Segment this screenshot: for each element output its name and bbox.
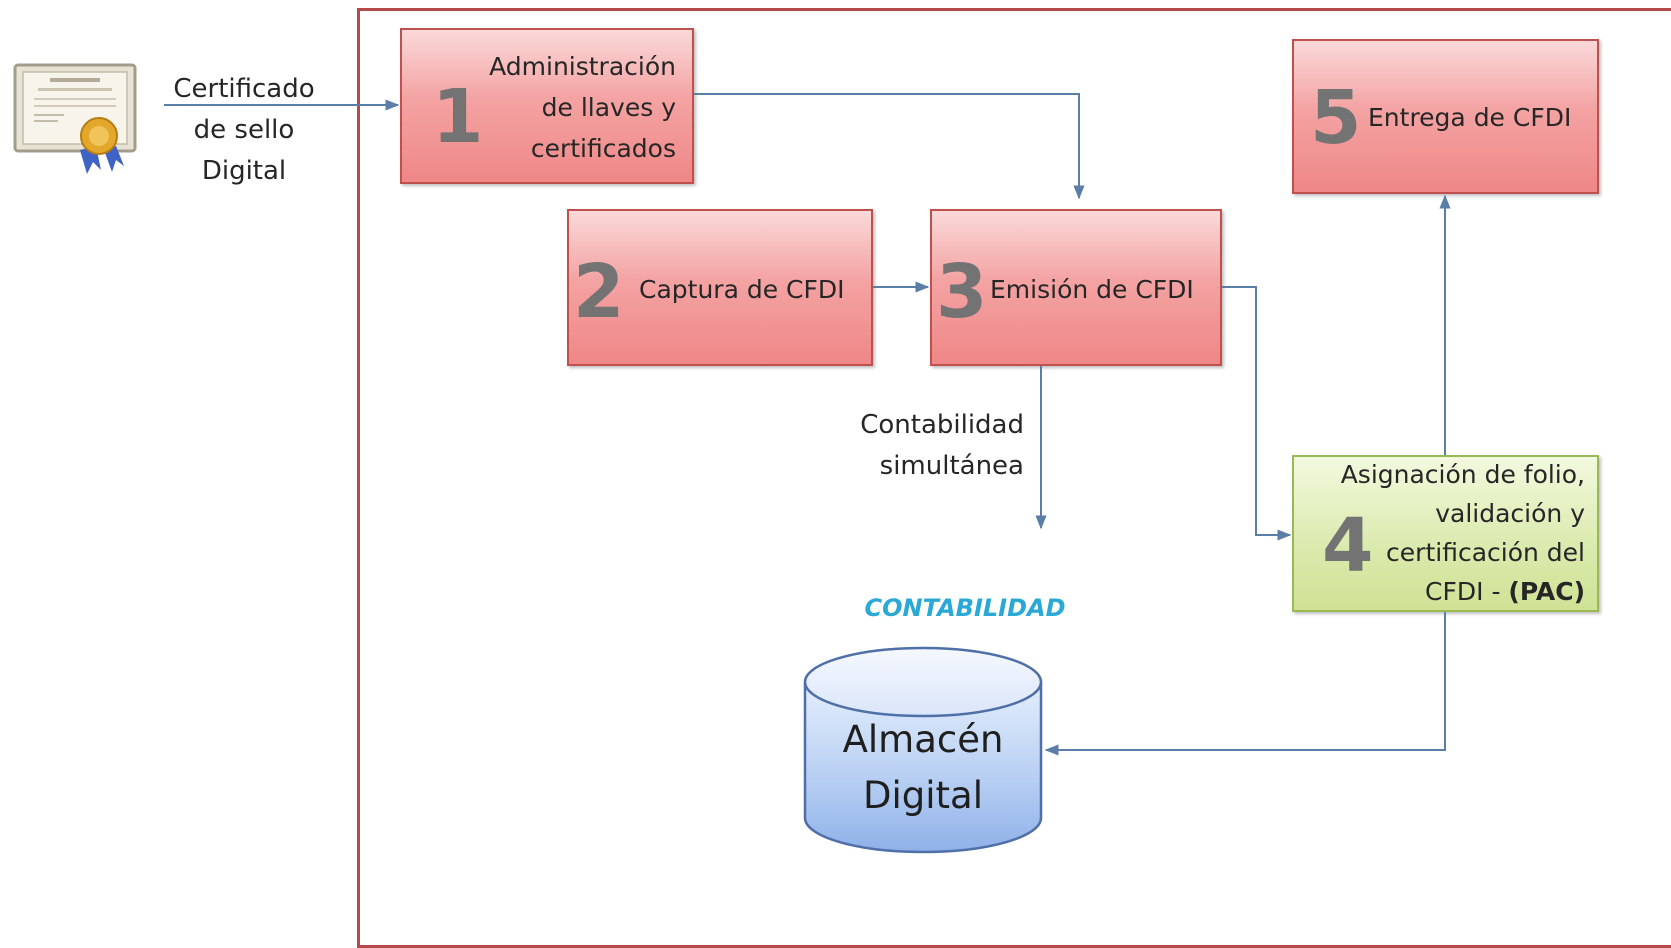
contabilidad-line-1: Contabilidad — [860, 410, 1024, 440]
pac-label: (PAC) — [1508, 577, 1585, 606]
certificate-label: Certificado de sello Digital — [164, 69, 324, 192]
certificate-label-line-2: de sello — [193, 115, 295, 145]
step-4-number: 4 — [1322, 503, 1374, 589]
step-2-box: 2 Captura de CFDI — [567, 209, 873, 366]
step-1-box: 1 Administración de llaves y certificado… — [400, 28, 694, 184]
step-2-label: Captura de CFDI — [639, 275, 845, 304]
contabilidad-title: CONTABILIDAD — [864, 594, 1066, 622]
contabilidad-simultanea-label: Contabilidad simultánea — [790, 405, 1024, 487]
step-4-label-line-2: validación y — [1435, 499, 1585, 528]
step-5-label: Entrega de CFDI — [1368, 103, 1572, 132]
step-4-box: 4 Asignación de folio, validación y cert… — [1292, 455, 1599, 612]
step-2-number: 2 — [573, 249, 625, 335]
certificate-label-line-3: Digital — [201, 156, 287, 186]
storage-label-line-1: Almacén — [842, 718, 1004, 761]
step-4-label-line-4: CFDI - (PAC) — [1341, 572, 1585, 611]
step-5-box: 5 Entrega de CFDI — [1292, 39, 1599, 194]
step-4-label-line-3: certificación del — [1386, 538, 1585, 567]
storage-label: Almacén Digital — [800, 712, 1046, 824]
step-4-label-line-4-text: CFDI - — [1425, 577, 1509, 606]
certificate-icon — [12, 62, 138, 177]
step-3-box: 3 Emisión de CFDI — [930, 209, 1222, 366]
step-1-label-line-1: Administración — [489, 52, 676, 81]
step-1-label-line-2: de llaves y — [541, 93, 676, 122]
step-3-label: Emisión de CFDI — [990, 275, 1194, 304]
step-1-label-line-3: certificados — [530, 134, 676, 163]
step-1-number: 1 — [432, 74, 484, 160]
step-4-label: Asignación de folio, validación y certif… — [1341, 455, 1585, 611]
storage-label-line-2: Digital — [863, 774, 983, 817]
step-5-number: 5 — [1310, 75, 1362, 161]
step-3-number: 3 — [936, 249, 988, 335]
step-4-label-line-1: Asignación de folio, — [1340, 460, 1585, 489]
step-1-label: Administración de llaves y certificados — [489, 46, 676, 169]
contabilidad-line-2: simultánea — [879, 451, 1024, 481]
certificate-label-line-1: Certificado — [173, 74, 315, 104]
